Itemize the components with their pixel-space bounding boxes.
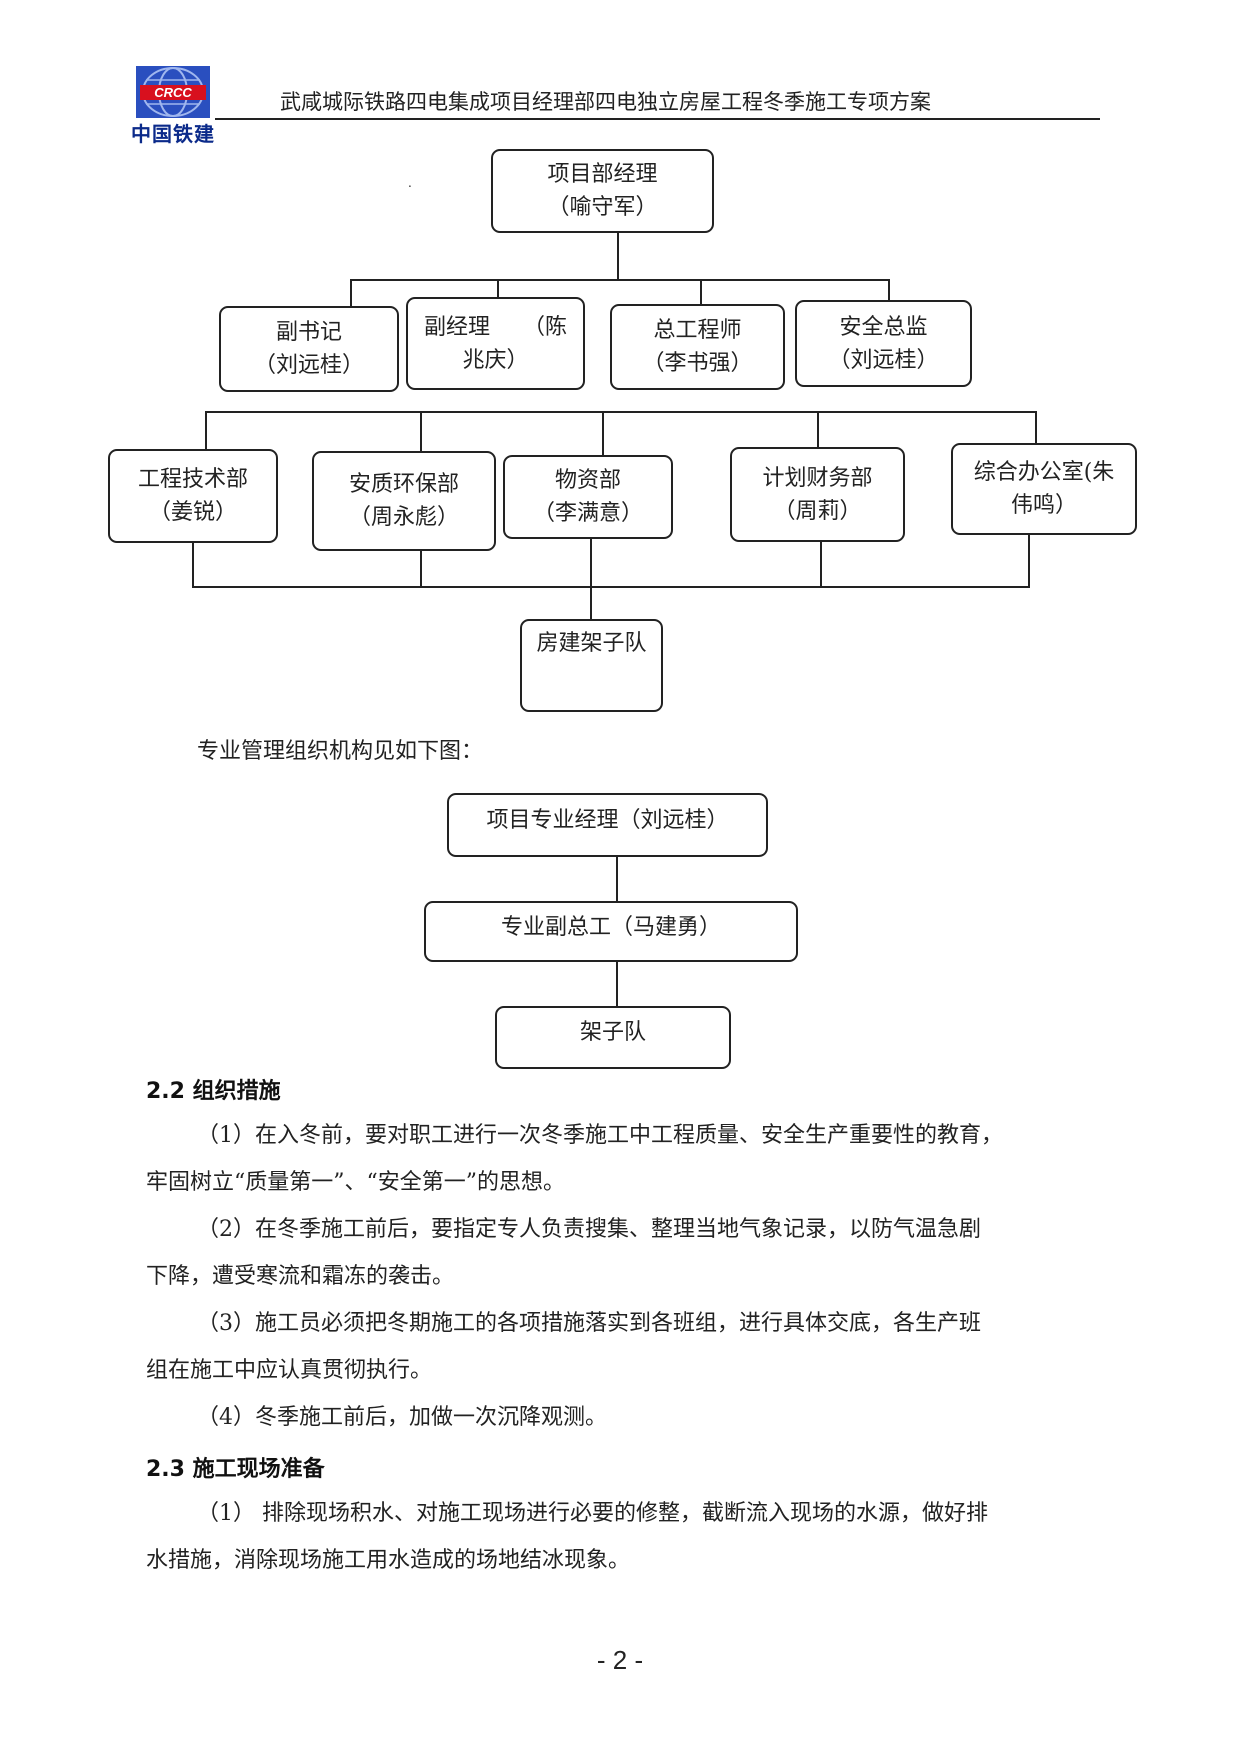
quality-safety-env-dept-box: 安质环保部 （周永彪） xyxy=(312,451,496,551)
intro-text: 专业管理组织机构见如下图： xyxy=(197,739,484,764)
box-title: 副经理 （陈 xyxy=(423,314,567,340)
box-name: （李书强） xyxy=(642,351,753,376)
connector xyxy=(1035,411,1037,446)
general-office-box: 综合办公室(朱 伟鸣） xyxy=(951,443,1137,535)
box-name: （刘远桂） xyxy=(253,353,364,378)
box-name: （李满意） xyxy=(532,501,643,526)
header-rule xyxy=(215,118,1100,120)
planning-finance-dept-box: 计划财务部 （周莉） xyxy=(730,447,905,542)
professional-manager-box: 项目专业经理（刘远桂） xyxy=(447,793,768,857)
paragraph-line: （3）施工员必须把冬期施工的各项措施落实到各班组，进行具体交底，各生产班 xyxy=(197,1311,981,1336)
box-name: （刘远桂） xyxy=(828,347,939,373)
header-title: 武咸城际铁路四电集成项目经理部四电独立房屋工程冬季施工专项方案 xyxy=(280,90,931,114)
logo-text: 中国铁建 xyxy=(131,122,215,146)
connector xyxy=(420,550,422,588)
connector xyxy=(420,411,422,453)
building-scaffold-team-box: 房建架子队 xyxy=(520,619,663,712)
safety-director-box: 安全总监 （刘远桂） xyxy=(795,300,972,387)
deputy-secretary-box: 副书记 （刘远桂） xyxy=(219,306,399,392)
paragraph-line: 组在施工中应认真贯彻执行。 xyxy=(146,1358,433,1383)
box-name: 伟鸣） xyxy=(1010,493,1077,518)
project-manager-box: 项目部经理 （喻守军） xyxy=(491,149,714,233)
connector xyxy=(1028,534,1030,588)
company-logo: CRCC 中国铁建 xyxy=(128,66,218,146)
deputy-manager-box: 副经理 （陈 兆庆） xyxy=(406,297,585,390)
box-name: （周永彪） xyxy=(348,505,459,530)
section-heading-2-3: 2.3 施工现场准备 xyxy=(146,1457,325,1482)
chief-engineer-box: 总工程师 （李书强） xyxy=(610,304,785,390)
box-title: 安质环保部 xyxy=(348,472,459,497)
connector xyxy=(888,279,890,301)
crcc-globe-icon: CRCC xyxy=(136,66,210,118)
box-name: （姜锐） xyxy=(148,500,237,525)
scaffold-team-box: 架子队 xyxy=(495,1006,731,1069)
box-name: （喻守军） xyxy=(547,195,658,220)
stray-dot: . xyxy=(408,176,412,190)
paragraph-line: （1）在入冬前，要对职工进行一次冬季施工中工程质量、安全生产重要性的教育， xyxy=(197,1123,1003,1148)
box-title: 项目专业经理（刘远桂） xyxy=(486,808,729,833)
professional-deputy-box: 专业副总工（马建勇） xyxy=(424,901,798,962)
connector xyxy=(820,540,822,588)
paragraph-line: 下降，遭受寒流和霜冻的袭击。 xyxy=(146,1264,455,1289)
connector xyxy=(602,411,604,457)
connector xyxy=(205,411,207,451)
page-number: - 2 - xyxy=(596,1645,644,1675)
paragraph-line: 水措施，消除现场施工用水造成的场地结冰现象。 xyxy=(146,1548,631,1573)
box-title: 房建架子队 xyxy=(536,631,647,656)
connector xyxy=(616,857,618,902)
box-title: 项目部经理 xyxy=(547,162,658,187)
box-name: 兆庆） xyxy=(462,347,529,373)
paragraph-line: 牢固树立“质量第一”、“安全第一”的思想。 xyxy=(146,1170,565,1195)
paragraph-line: （4）冬季施工前后，加做一次沉降观测。 xyxy=(197,1405,607,1430)
connector xyxy=(192,586,1028,588)
connector xyxy=(205,411,1037,413)
connector xyxy=(497,279,499,299)
box-title: 专业副总工（马建勇） xyxy=(500,915,721,940)
logo-badge: CRCC xyxy=(154,85,192,100)
box-title: 物资部 xyxy=(554,468,621,493)
section-heading-2-2: 2.2 组织措施 xyxy=(146,1079,281,1104)
connector xyxy=(616,962,618,1007)
box-title: 总工程师 xyxy=(653,318,742,343)
box-title: 计划财务部 xyxy=(762,465,873,491)
box-title: 综合办公室(朱 xyxy=(973,460,1115,485)
connector xyxy=(617,233,619,280)
paragraph-line: （2）在冬季施工前后，要指定专人负责搜集、整理当地气象记录，以防气温急剧 xyxy=(197,1217,981,1242)
connector xyxy=(590,538,592,620)
connector xyxy=(350,279,352,307)
box-title: 工程技术部 xyxy=(137,467,248,492)
connector xyxy=(192,540,194,588)
box-title: 架子队 xyxy=(579,1020,646,1045)
box-name: （周莉） xyxy=(773,498,862,524)
paragraph-line: （1） 排除现场积水、对施工现场进行必要的修整，截断流入现场的水源，做好排 xyxy=(197,1501,988,1526)
materials-dept-box: 物资部 （李满意） xyxy=(503,455,673,539)
engineering-tech-dept-box: 工程技术部 （姜锐） xyxy=(108,449,278,543)
connector xyxy=(700,279,702,305)
connector xyxy=(350,279,890,281)
box-title: 安全总监 xyxy=(839,314,928,340)
box-title: 副书记 xyxy=(275,320,342,345)
connector xyxy=(817,411,819,449)
